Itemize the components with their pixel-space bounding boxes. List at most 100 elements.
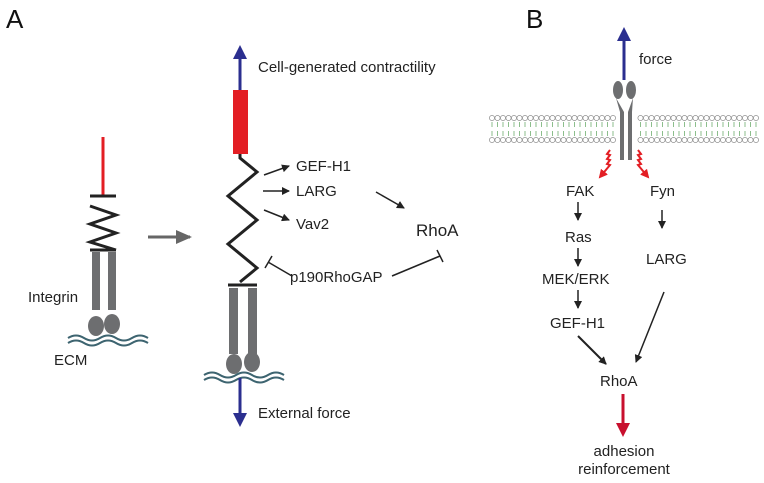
integrin-label: Integrin [28, 289, 78, 306]
integrin-unstretched [85, 137, 121, 336]
lipid-head [533, 137, 539, 143]
lipid-head [670, 137, 677, 143]
panel-b-letter: B [526, 4, 543, 34]
lipid-head [489, 115, 495, 121]
lipid-head [731, 115, 737, 121]
lipid-head [494, 115, 501, 121]
lipid-head [720, 137, 726, 143]
lipid-head [555, 115, 561, 121]
lipid-head [714, 115, 721, 121]
activator-gef-h1: GEF-H1 [296, 158, 351, 175]
lipid-head [571, 137, 578, 143]
lipid-head [736, 115, 743, 121]
contractility-label: Cell-generated contractility [258, 59, 436, 76]
lipid-head [588, 115, 594, 121]
lipid-head [516, 137, 523, 143]
lipid-head [747, 115, 754, 121]
arrow-activators-to-rhoa [375, 191, 405, 209]
lipid-head [505, 137, 512, 143]
lipid-head [687, 115, 693, 121]
lipid-head [692, 137, 699, 143]
arrow-larg-rhoa [634, 291, 665, 363]
lipid-head [643, 115, 649, 121]
lipid-head [560, 137, 567, 143]
lipid-head [544, 137, 550, 143]
lipid-head [604, 137, 611, 143]
lipid-head [753, 137, 759, 143]
inhibitor-tbar-left-cap [264, 255, 273, 269]
arrow-gefh1-rhoa [577, 335, 607, 365]
lipid-head [676, 137, 682, 143]
lipid-head [659, 115, 666, 121]
node-fak: FAK [566, 183, 594, 200]
lipid-head [665, 115, 671, 121]
lipid-head [659, 137, 666, 143]
lipid-head [494, 137, 501, 143]
lipid-head [566, 115, 572, 121]
lipid-head [577, 137, 583, 143]
lipid-head [648, 115, 655, 121]
rhoa-label-a: RhoA [416, 221, 459, 240]
lipid-head [610, 115, 616, 121]
lipid-head [593, 115, 600, 121]
outcome-line-2: reinforcement [578, 461, 671, 478]
lipid-head [670, 115, 677, 121]
node-mek-erk: MEK/ERK [542, 271, 610, 288]
lipid-head [577, 115, 583, 121]
inhibitor-tbar-right-cap [436, 249, 444, 263]
integrin-stretched [225, 154, 260, 374]
lipid-head [599, 137, 605, 143]
inhibitor-line-to-rhoa [391, 255, 441, 277]
lipid-head [725, 137, 732, 143]
lipid-head [637, 137, 644, 143]
arrow-to-vav2 [263, 209, 290, 222]
lipid-head [593, 137, 600, 143]
node-ras: Ras [565, 229, 592, 246]
lipid-head [753, 115, 759, 121]
lipid-head [747, 137, 754, 143]
lipid-head [676, 115, 682, 121]
ecm-fibers-left [67, 334, 149, 347]
signal-arrow-to-fak [598, 149, 612, 179]
activator-larg: LARG [296, 183, 337, 200]
lipid-head [522, 137, 528, 143]
arrow-to-gef-h1 [263, 164, 290, 176]
lipid-head [571, 115, 578, 121]
lipid-head [566, 137, 572, 143]
lipid-head [681, 115, 688, 121]
inhibitor-p190rhogap: p190RhoGAP [290, 269, 383, 286]
lipid-head [527, 137, 534, 143]
lipid-head [522, 115, 528, 121]
lipid-head [533, 115, 539, 121]
lipid-head [555, 137, 561, 143]
lipid-head [538, 115, 545, 121]
lipid-head [731, 137, 737, 143]
lipid-head [654, 115, 660, 121]
integrin-transmembrane [613, 81, 636, 160]
lipid-head [654, 137, 660, 143]
node-gef-h1: GEF-H1 [550, 315, 605, 332]
lipid-head [511, 137, 517, 143]
inhibitor-tbar-left [267, 261, 293, 277]
lipid-head [742, 137, 748, 143]
lipid-head [709, 115, 715, 121]
external-force-label: External force [258, 405, 351, 422]
lipid-head [643, 137, 649, 143]
lipid-head [549, 115, 556, 121]
lipid-head [692, 115, 699, 121]
lipid-head [637, 115, 644, 121]
lipid-head [599, 115, 605, 121]
lipid-head [681, 137, 688, 143]
cell-membrane [489, 115, 759, 143]
force-label: force [639, 51, 672, 68]
lipid-head [516, 115, 523, 121]
lipid-head [698, 137, 704, 143]
node-fyn: Fyn [650, 183, 675, 200]
lipid-head [511, 115, 517, 121]
lipid-head [648, 137, 655, 143]
lipid-head [665, 137, 671, 143]
lipid-head [588, 137, 594, 143]
lipid-head [604, 115, 611, 121]
lipid-head [709, 137, 715, 143]
lipid-head [544, 115, 550, 121]
